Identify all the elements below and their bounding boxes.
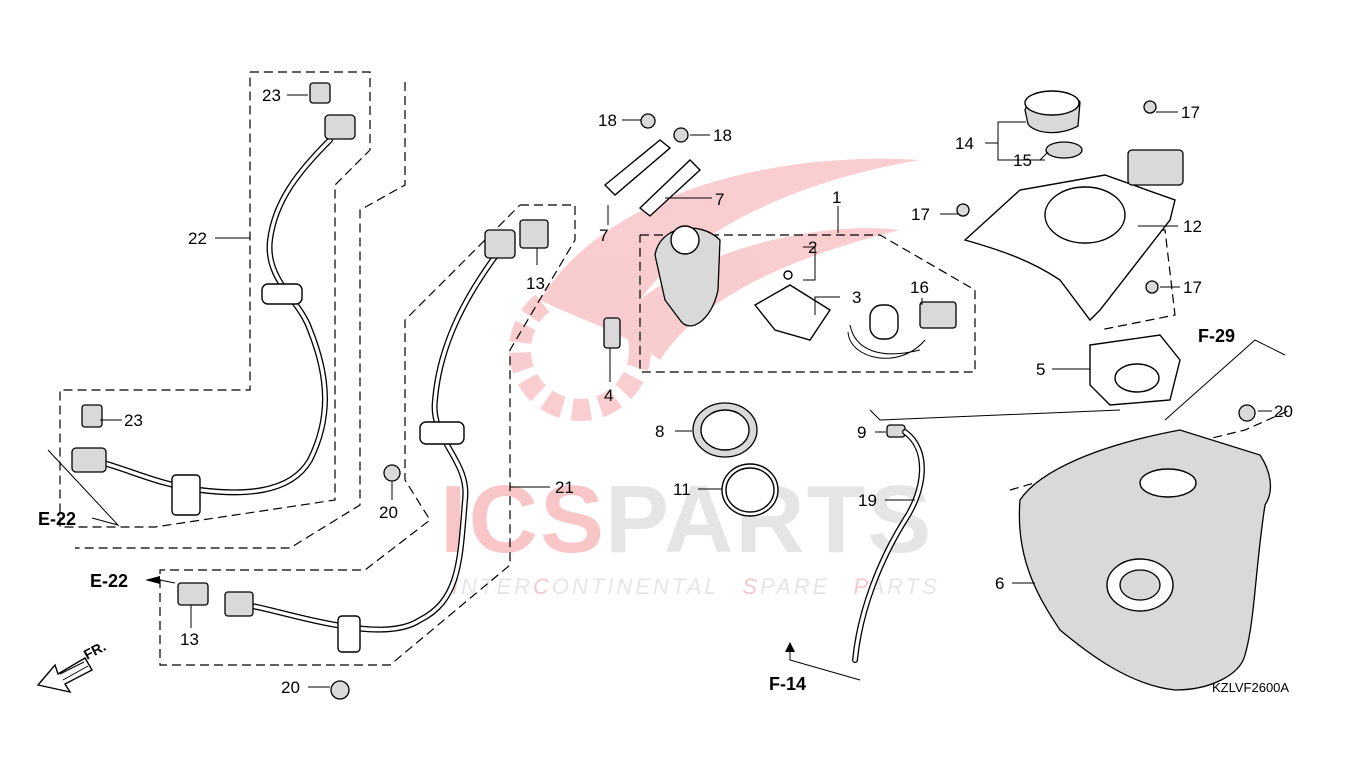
clip-23-lower-shape	[81, 404, 103, 428]
screw-17-left-shape	[956, 203, 970, 217]
callout-4: 4	[604, 386, 613, 405]
callout-9: 9	[857, 423, 866, 442]
callout-18-right: 18	[713, 126, 732, 145]
pump-seals	[692, 402, 779, 517]
front-direction-arrow: FR.	[36, 638, 108, 694]
harness-upper-clamp	[261, 283, 303, 305]
callout-1: 1	[832, 188, 841, 207]
callout-20-left: 20	[379, 503, 398, 522]
callout-14: 14	[955, 134, 974, 153]
pump-plate-right	[638, 159, 702, 217]
watermark-tagline: INTERCONTINENTAL SPARE PARTS	[452, 574, 940, 599]
callout-6: 6	[995, 574, 1004, 593]
callout-23-lower: 23	[124, 411, 143, 430]
reference-labels: E-22 E-22 F-29 F-14	[38, 326, 1235, 694]
nut-18-left-shape	[640, 113, 656, 129]
callout-8: 8	[655, 422, 664, 441]
watermark-wing-shape	[540, 158, 920, 360]
harness-lower-connector-top	[484, 229, 516, 259]
harness-upper-connector	[324, 114, 356, 140]
callout-13-bottom: 13	[180, 630, 199, 649]
callout-17-left: 17	[911, 205, 930, 224]
bolt-20-left-shape	[383, 464, 401, 482]
cover-bracket-shape	[1127, 149, 1184, 186]
level-harness-upper	[71, 82, 356, 516]
ref-e22-bottom: E-22	[90, 571, 128, 591]
screw-17-right-shape	[1145, 280, 1159, 294]
f29-arrow	[1164, 339, 1286, 421]
callout-7-right: 7	[715, 190, 724, 209]
fuel-pump-body	[654, 227, 721, 327]
coupler-13-top-shape	[519, 219, 549, 249]
cap-seal-15-shape	[1045, 141, 1083, 159]
callout-12: 12	[1183, 217, 1202, 236]
filler-assembly	[956, 90, 1184, 322]
pump-harness-wire	[847, 324, 926, 359]
level-harness-lower	[177, 219, 549, 700]
callout-2: 2	[808, 238, 817, 257]
callout-11: 11	[673, 480, 691, 499]
callout-20-bottom: 20	[281, 678, 300, 697]
callout-18-left: 18	[598, 111, 617, 130]
callout-16: 16	[910, 278, 929, 297]
callout-22: 22	[188, 229, 207, 248]
fuel-filter-16	[869, 304, 899, 340]
callout-17-right: 17	[1183, 278, 1202, 297]
diagram-code: KZLVF2600A	[1212, 680, 1289, 695]
boundary-upper-harness	[59, 71, 371, 528]
breather-hose	[852, 424, 925, 663]
callout-15: 15	[1013, 151, 1032, 170]
ref-e22-top: E-22	[38, 509, 76, 529]
harness-lower-clamp	[419, 421, 465, 445]
callout-17-top: 17	[1181, 103, 1200, 122]
callout-19: 19	[858, 491, 877, 510]
callout-20-right: 20	[1274, 402, 1293, 421]
e22-top-arrow	[47, 449, 120, 526]
screw-17-top-shape	[1143, 100, 1157, 114]
pump-bracket-3	[753, 284, 831, 341]
nut-18-right-shape	[673, 127, 689, 143]
pump-harness-connector	[919, 301, 957, 329]
harness-lower-bracket	[337, 615, 361, 653]
harness-upper-bracket	[171, 474, 201, 516]
pump-wire-clip-shape	[603, 317, 621, 349]
coupler-13-bottom-shape	[177, 582, 209, 606]
clip-23-upper-shape	[309, 82, 331, 104]
ref-f29: F-29	[1198, 326, 1235, 346]
harness-upper-end-connector	[71, 447, 107, 473]
reference-arrows	[47, 339, 1286, 681]
bolt-20-right-shape	[1238, 404, 1256, 422]
callout-7-left: 7	[599, 226, 608, 245]
callout-5: 5	[1036, 360, 1045, 379]
fuel-pump-cap	[670, 225, 700, 255]
fuel-pump-unit	[603, 113, 957, 359]
fuel-tank-assembly	[1018, 334, 1272, 691]
e22-bottom-arrow-head	[145, 576, 160, 584]
harness-upper-cable	[97, 137, 333, 496]
o-ring-2-shape	[783, 270, 793, 280]
callout-3: 3	[852, 288, 861, 307]
pump-plate-left	[603, 139, 672, 196]
boundary-pump-unit	[639, 234, 976, 373]
callout-labels: 23 22 23 13 21 20 13 20 18 18 7 7 1 2 3 …	[124, 86, 1293, 697]
boundary-lower-harness	[159, 204, 576, 666]
boundary-upper-harness-outer	[75, 82, 406, 549]
callout-23-upper: 23	[262, 86, 281, 105]
callout-13-top: 13	[526, 274, 545, 293]
fr-arrow-icon	[36, 657, 93, 694]
bolt-20-bottom-shape	[330, 680, 350, 700]
callout-21: 21	[555, 478, 574, 497]
leader-lines	[100, 94, 1272, 688]
ref-f14: F-14	[769, 674, 806, 694]
harness-lower-connector-bottom	[224, 591, 254, 617]
